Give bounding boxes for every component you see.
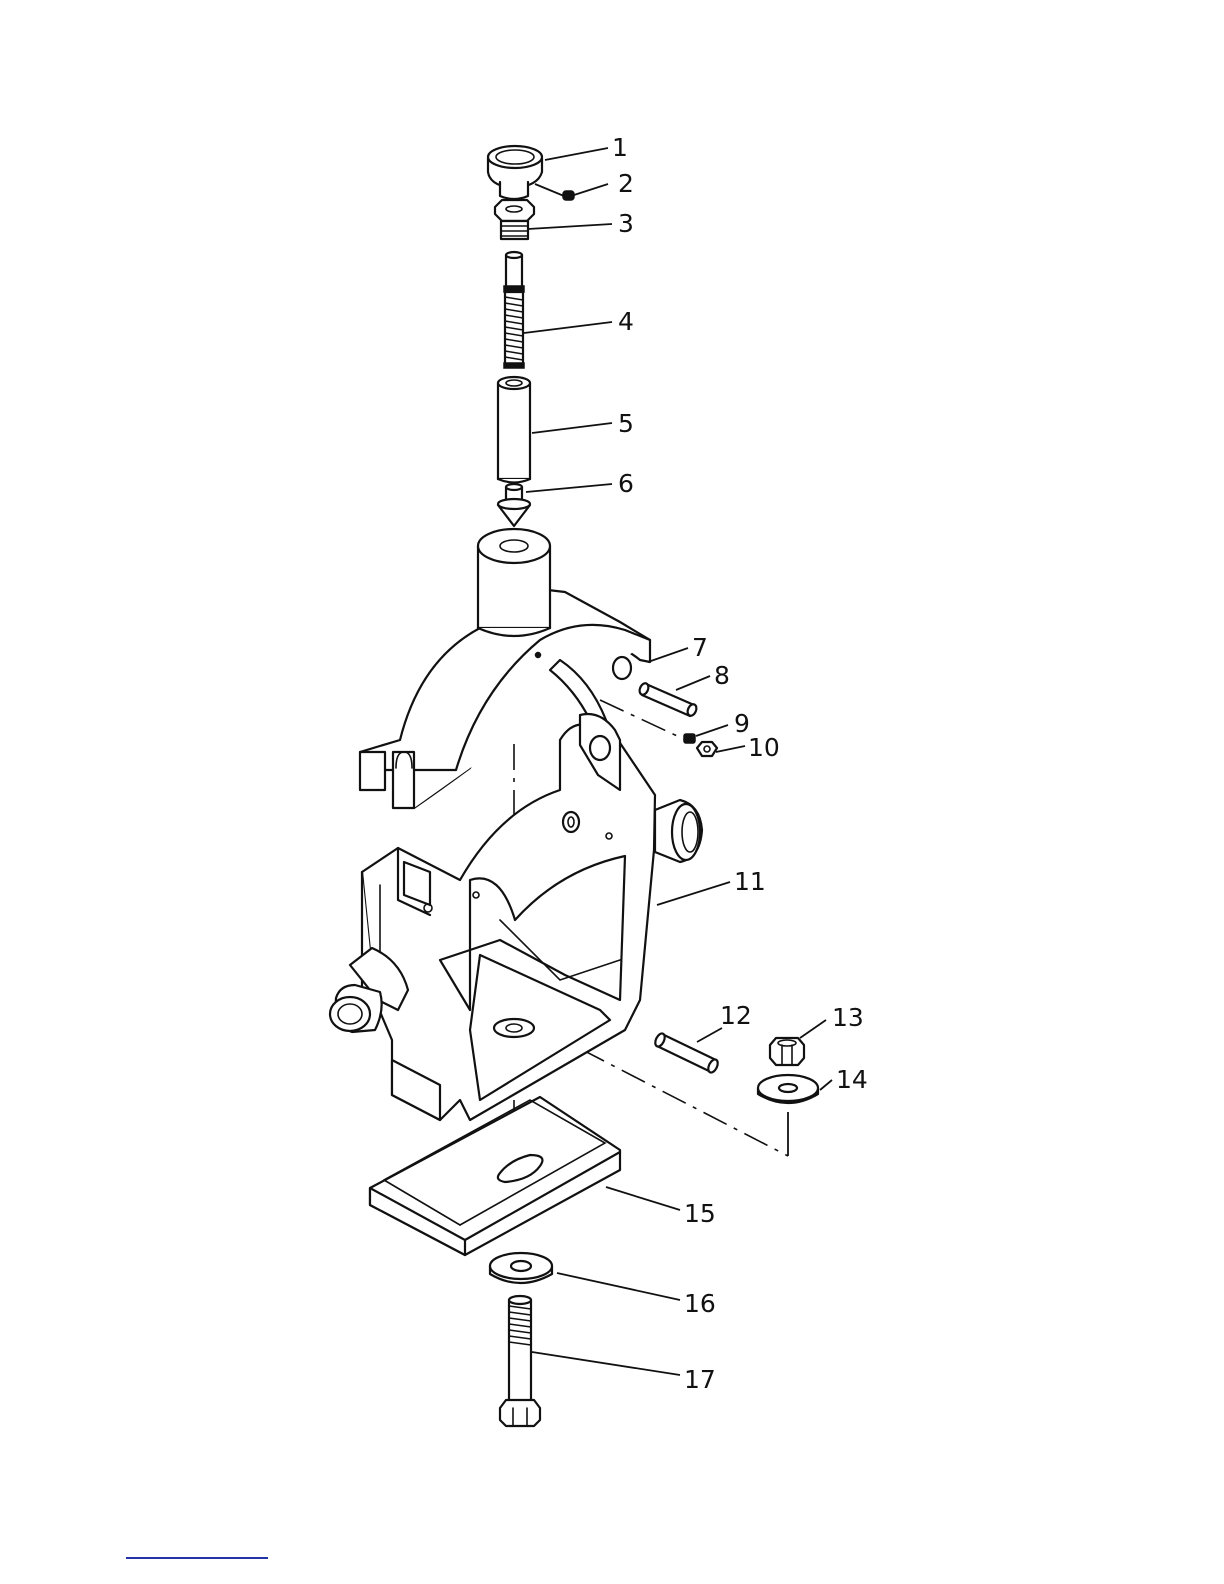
callout-2: 2: [618, 169, 634, 198]
part-14-washer: [758, 1075, 818, 1103]
part-5-sleeve: [498, 377, 530, 483]
part-13-hex-nut: [770, 1038, 804, 1065]
callout-12: 12: [720, 1001, 752, 1030]
callout-13: 13: [832, 1003, 864, 1032]
part-15-base-plate: [370, 1097, 620, 1255]
callout-10: 10: [748, 733, 780, 762]
part-9-screw: [684, 734, 695, 743]
part-17-bolt: [500, 1296, 540, 1426]
part-3-hex-nut: [495, 200, 534, 239]
part-6-center-point: [498, 484, 530, 526]
callout-11: 11: [734, 867, 766, 896]
callout-3: 3: [618, 209, 634, 238]
callout-8: 8: [714, 661, 730, 690]
part-12-pin: [653, 1032, 719, 1074]
part-1-knob: [488, 146, 542, 199]
part-4-threaded-screw: [504, 252, 524, 368]
clamp-post: [478, 529, 550, 636]
part-8-pin: [638, 682, 698, 717]
page-footer-rule: [126, 1557, 268, 1559]
callout-14: 14: [836, 1065, 868, 1094]
callout-4: 4: [618, 307, 634, 336]
part-2-set-screw: [563, 191, 574, 200]
part-16-washer: [490, 1253, 552, 1283]
callout-15: 15: [684, 1199, 716, 1228]
callout-6: 6: [618, 469, 634, 498]
callout-1: 1: [612, 133, 628, 162]
part-10-nut: [697, 742, 717, 756]
callout-labels: 1 2 3 4 5 6 7 8 9 10 11 12 13 14 15 16 1…: [612, 133, 868, 1394]
callout-17: 17: [684, 1365, 716, 1394]
callout-16: 16: [684, 1289, 716, 1318]
callout-5: 5: [618, 409, 634, 438]
callout-7: 7: [692, 633, 708, 662]
